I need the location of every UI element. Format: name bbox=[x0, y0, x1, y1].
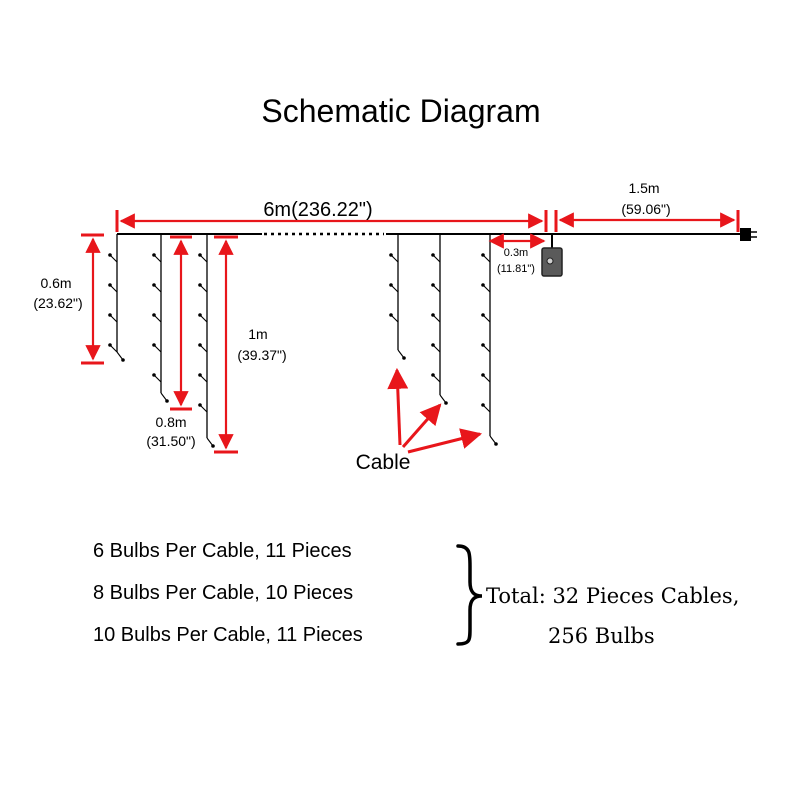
bulb-icon bbox=[481, 283, 491, 293]
mid-drop-in: (31.50") bbox=[146, 433, 195, 449]
bulb-icon bbox=[108, 313, 118, 323]
bulb-icon bbox=[152, 253, 162, 263]
bulb-icon bbox=[152, 313, 162, 323]
bulb-icon bbox=[108, 253, 118, 263]
drop-cable bbox=[198, 234, 215, 448]
bulb-icon bbox=[160, 392, 169, 403]
bulb-icon bbox=[198, 343, 208, 353]
bulb-icon bbox=[198, 253, 208, 263]
cable-label: Cable bbox=[356, 451, 411, 474]
bulb-icon bbox=[198, 373, 208, 383]
plug-icon bbox=[740, 228, 757, 241]
lead-length-in: (59.06") bbox=[621, 201, 670, 217]
drop-cable bbox=[431, 234, 448, 405]
bulb-icon bbox=[198, 283, 208, 293]
bulb-icon bbox=[489, 435, 498, 446]
bulb-icon bbox=[389, 283, 399, 293]
bulb-icon bbox=[152, 343, 162, 353]
bulb-icon bbox=[431, 343, 441, 353]
bulb-icon bbox=[198, 313, 208, 323]
bulb-icon bbox=[198, 403, 208, 413]
drop-cable bbox=[108, 234, 125, 362]
drop-cable bbox=[389, 234, 406, 360]
bulb-icon bbox=[397, 349, 406, 360]
bulb-icon bbox=[116, 351, 125, 362]
controller-box bbox=[541, 234, 563, 277]
bulb-icon bbox=[481, 373, 491, 383]
bulb-icon bbox=[206, 437, 215, 448]
dimension-lines bbox=[81, 210, 740, 454]
bulb-icon bbox=[152, 373, 162, 383]
page-title: Schematic Diagram bbox=[261, 93, 540, 129]
bulb-icon bbox=[431, 283, 441, 293]
spec-line-3: 10 Bulbs Per Cable, 11 Pieces bbox=[93, 624, 363, 646]
short-drop-in: (23.62") bbox=[33, 295, 82, 311]
long-drop-m: 1m bbox=[248, 326, 267, 342]
total-line-1: Total: 32 Pieces Cables, bbox=[486, 584, 739, 608]
bulb-icon bbox=[389, 313, 399, 323]
spacing-in: (11.81") bbox=[497, 263, 535, 275]
drop-cable bbox=[152, 234, 169, 403]
bulb-icon bbox=[431, 313, 441, 323]
drop-cable bbox=[481, 234, 498, 446]
bulb-icon bbox=[481, 403, 491, 413]
bulb-icon bbox=[108, 343, 118, 353]
spec-line-1: 6 Bulbs Per Cable, 11 Pieces bbox=[93, 540, 352, 562]
bulb-icon bbox=[481, 253, 491, 263]
bulb-icon bbox=[481, 313, 491, 323]
spec-line-2: 8 Bulbs Per Cable, 10 Pieces bbox=[93, 582, 353, 604]
bulb-icon bbox=[431, 253, 441, 263]
curly-brace bbox=[456, 544, 483, 646]
total-line-2: 256 Bulbs bbox=[548, 624, 655, 648]
bulb-icon bbox=[152, 283, 162, 293]
total-length-label: 6m(236.22") bbox=[263, 199, 372, 221]
spacing-m: 0.3m bbox=[504, 247, 528, 259]
short-drop-m: 0.6m bbox=[40, 275, 71, 291]
bulb-icon bbox=[439, 394, 448, 405]
mid-drop-m: 0.8m bbox=[155, 414, 186, 430]
lead-length-m: 1.5m bbox=[628, 180, 659, 196]
bulb-icon bbox=[431, 373, 441, 383]
bulb-icon bbox=[389, 253, 399, 263]
long-drop-in: (39.37") bbox=[237, 347, 286, 363]
bulb-icon bbox=[108, 283, 118, 293]
bulb-icon bbox=[481, 343, 491, 353]
drop-cables bbox=[108, 234, 498, 448]
